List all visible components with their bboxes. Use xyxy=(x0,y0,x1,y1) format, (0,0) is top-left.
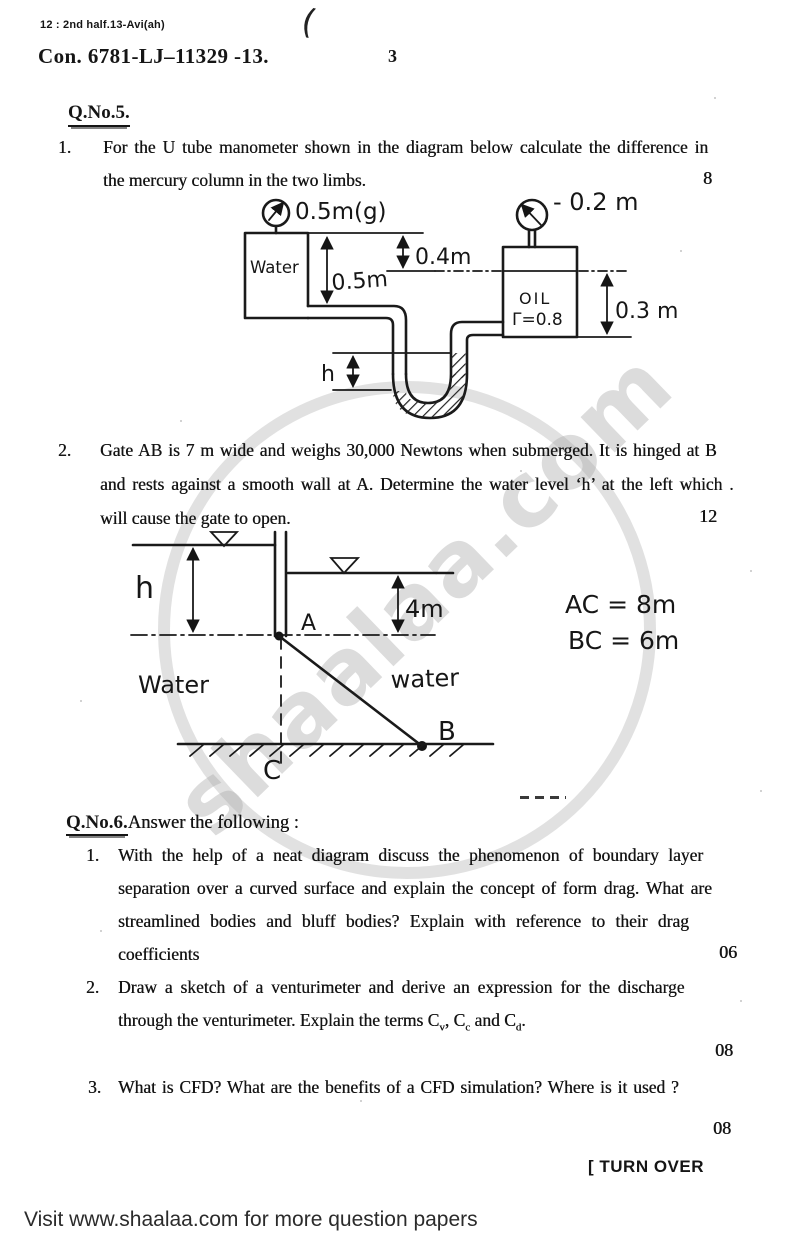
gauge-left-label: 0.5m(g) xyxy=(295,199,387,225)
q5-item1-line2: the mercury column in the two limbs. xyxy=(103,170,366,190)
free-surface-symbol-right xyxy=(329,557,361,575)
q6-item1-marks: 06 xyxy=(719,942,737,962)
paper-code: Con. 6781-LJ–11329 -13. xyxy=(38,44,269,68)
water-left-label: Water xyxy=(138,671,209,699)
q5-item1-marks: 8 xyxy=(703,168,712,188)
handwritten-mark: ( xyxy=(297,0,320,44)
free-surface-symbol-left xyxy=(208,531,240,548)
q6-item3-marks: 08 xyxy=(713,1118,731,1138)
q6-item3-line1: What is CFD? What are the benefits of a … xyxy=(118,1077,679,1097)
dim-03-label: 0.3 m xyxy=(615,299,678,324)
gate-diagram: h 4m A C B Water water AC = 8m BC = 6m xyxy=(130,530,679,786)
oil-label-2: Γ=0.8 xyxy=(512,310,563,330)
q5-item2-line1: Gate AB is 7 m wide and weighs 30,000 Ne… xyxy=(100,440,717,460)
q5-heading: Q.No.5. xyxy=(68,102,130,127)
point-c-label: C xyxy=(263,756,281,786)
mercury-u-bottom xyxy=(393,374,467,418)
scan-header-note: 12 : 2nd half.13-Avi(ah) xyxy=(40,19,165,31)
h-dim-label: h xyxy=(135,571,154,606)
ground-hatching xyxy=(189,744,464,757)
dim-05-label: 0.5m xyxy=(331,267,389,296)
water-tank xyxy=(243,231,310,320)
q5-item2-line2: and rests against a smooth wall at A. De… xyxy=(100,474,734,494)
mercury-right-limb xyxy=(451,353,466,378)
h-dim-label: h xyxy=(321,362,335,387)
q6-item3-number: 3. xyxy=(88,1077,102,1097)
footer-site-line: Visit www.shaalaa.com for more question … xyxy=(24,1208,478,1231)
q6-item2-line1: Draw a sketch of a venturimeter and deri… xyxy=(118,977,685,997)
q6-item1-line2: separation over a curved surface and exp… xyxy=(118,878,712,898)
water-tank-label: Water xyxy=(250,258,299,277)
gauge-right-label: - 0.2 m xyxy=(553,188,638,216)
pressure-gauge-left-icon xyxy=(261,198,291,235)
dim-4m-label: 4m xyxy=(405,595,444,623)
pipe-left-outer xyxy=(306,304,408,376)
page-number: 3 xyxy=(388,46,397,66)
ac-dimension-note: AC = 8m xyxy=(565,590,676,619)
q6-item2-number: 2. xyxy=(86,977,100,997)
q6-item2-line2: through the venturimeter. Explain the te… xyxy=(118,1010,526,1034)
pressure-gauge-right-icon xyxy=(515,198,549,249)
water-right-label: water xyxy=(390,664,459,694)
turn-over-note: [ TURN OVER xyxy=(588,1157,704,1176)
q6-heading: Q.No.6.Answer the following : xyxy=(66,812,299,836)
point-b-label: B xyxy=(438,717,456,747)
q6-item1-line3: streamlined bodies and bluff bodies? Exp… xyxy=(118,911,689,931)
bc-dimension-note: BC = 6m xyxy=(568,626,679,655)
q5-item2-line3: will cause the gate to open. xyxy=(100,508,291,528)
manometer-diagram: 0.5m(g) Water h 0.5m 0.4m OIL Γ=0.8 xyxy=(243,188,678,420)
q6-heading-number: Q.No.6. xyxy=(66,812,128,836)
gate-ab xyxy=(277,634,424,748)
pipe-left-inner xyxy=(306,316,395,376)
q6-item1-number: 1. xyxy=(86,845,100,865)
q5-item2-marks: 12 xyxy=(699,506,717,526)
q6-item1-line4: coefficients xyxy=(118,944,200,964)
q6-heading-text: Answer the following : xyxy=(127,813,299,833)
q6-item2-marks: 08 xyxy=(715,1040,733,1060)
dim-04-label: 0.4m xyxy=(415,245,471,270)
point-a-label: A xyxy=(301,611,316,636)
scan-dash-artifact xyxy=(520,796,566,799)
q5-item1-number: 1. xyxy=(58,137,72,157)
q5-item1-line1: For the U tube manometer shown in the di… xyxy=(103,137,709,157)
q5-item2-number: 2. xyxy=(58,440,72,460)
scan-noise xyxy=(714,97,716,99)
q6-item1-line1: With the help of a neat diagram discuss … xyxy=(118,845,704,865)
oil-label-1: OIL xyxy=(519,289,551,308)
